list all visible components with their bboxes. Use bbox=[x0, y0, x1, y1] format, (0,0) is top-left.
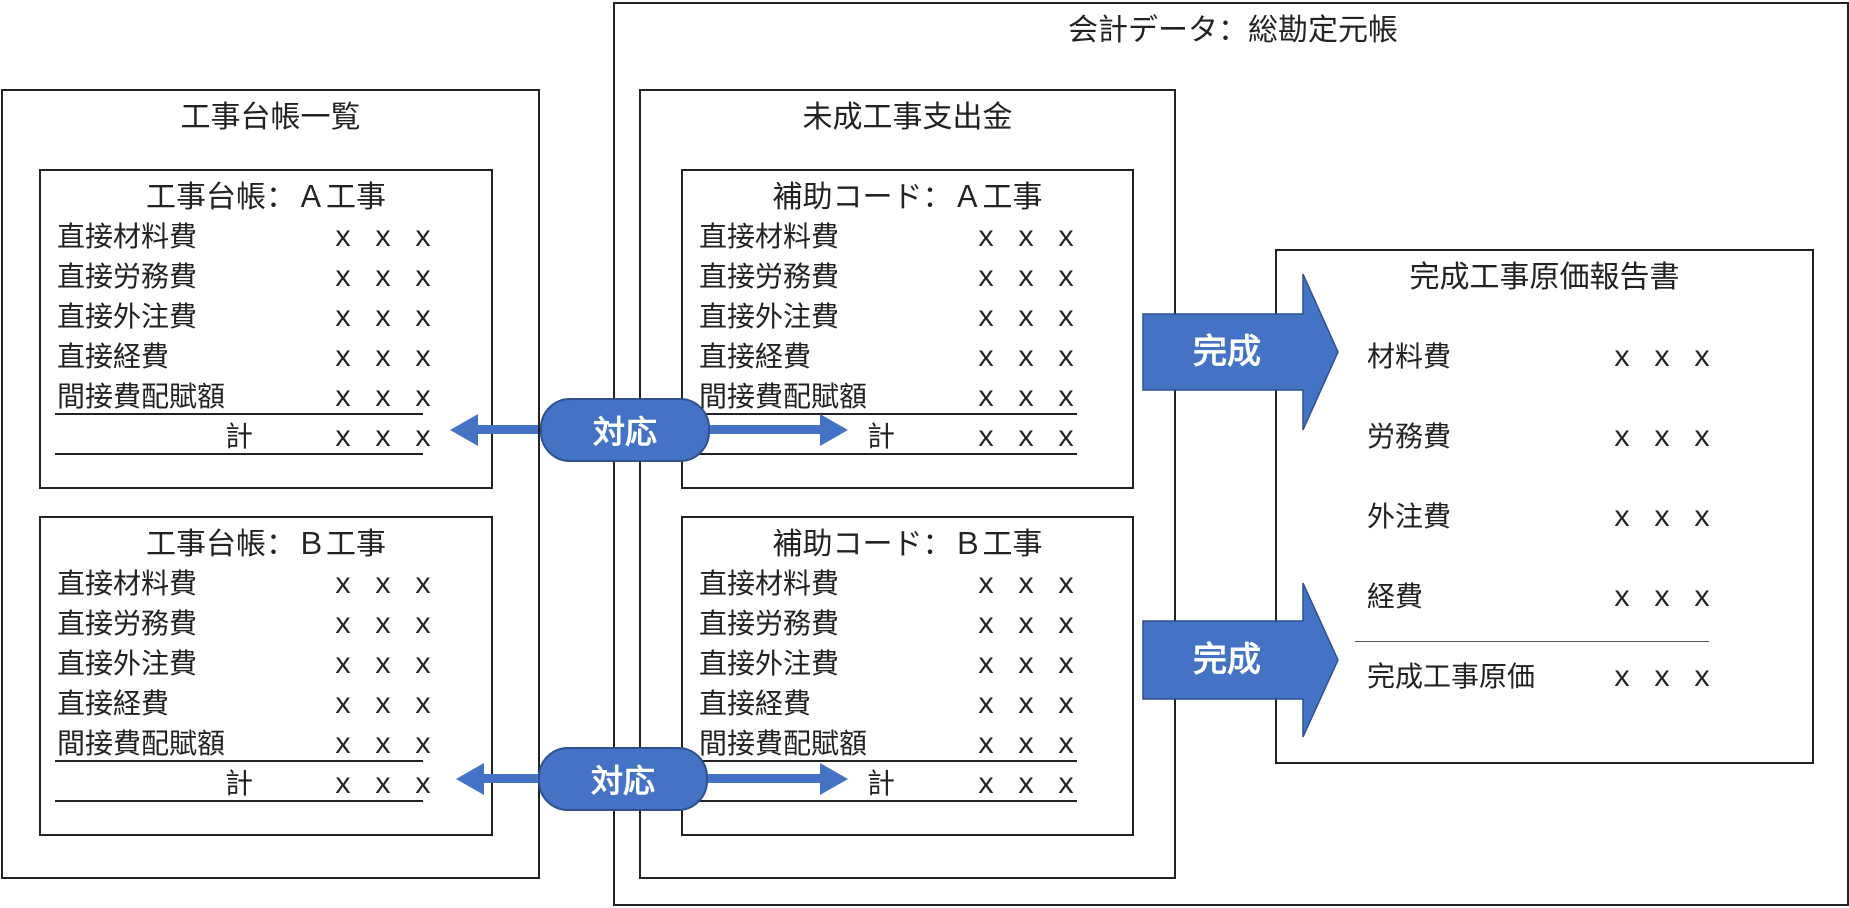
subcode-b-row-label: 直接外注費 bbox=[699, 647, 840, 680]
ledger-a-row-value: ｘｘｘ bbox=[329, 260, 450, 293]
subcode-b-row-label: 直接経費 bbox=[699, 687, 812, 720]
report-row-value: ｘｘｘ bbox=[1608, 420, 1729, 453]
report-row-label: 経費 bbox=[1367, 580, 1424, 613]
report-panel: 完成工事原価報告書 材料費 ｘｘｘ 労務費 ｘｘｘ 外注費 ｘｘｘ 経費 ｘｘｘ… bbox=[1275, 249, 1814, 764]
ledger-a-total-label: 計 bbox=[225, 420, 254, 453]
ledger-b-row-label: 直接経費 bbox=[57, 687, 170, 720]
report-total-label: 完成工事原価 bbox=[1367, 660, 1536, 693]
report-row-label: 労務費 bbox=[1367, 420, 1452, 453]
complete-label-b: 完成 bbox=[1193, 640, 1261, 680]
ledger-a-row-value: ｘｘｘ bbox=[329, 220, 450, 253]
ledger-b-title: 工事台帳：Ｂ工事 bbox=[146, 527, 386, 562]
subcode-a-row-value: ｘｘｘ bbox=[972, 340, 1093, 373]
report-divider bbox=[1355, 641, 1709, 642]
ledger-list-title: 工事台帳一覧 bbox=[180, 100, 361, 135]
correspond-pill-b: 対応 bbox=[538, 747, 708, 811]
complete-arrow-a bbox=[1142, 273, 1339, 431]
complete-label-a: 完成 bbox=[1193, 332, 1261, 372]
subcode-b-total-value: ｘｘｘ bbox=[972, 767, 1093, 800]
report-row-value: ｘｘｘ bbox=[1608, 340, 1729, 373]
ledger-a-title: 工事台帳：Ａ工事 bbox=[146, 180, 386, 215]
accounting-title: 会計データ：総勘定元帳 bbox=[1068, 13, 1398, 48]
ledger-b-row-value: ｘｘｘ bbox=[329, 647, 450, 680]
ledger-a-row-value: ｘｘｘ bbox=[329, 340, 450, 373]
subcode-a-row-value: ｘｘｘ bbox=[972, 260, 1093, 293]
subcode-a-row-label: 直接外注費 bbox=[699, 300, 840, 333]
subcode-b-row-value: ｘｘｘ bbox=[972, 607, 1093, 640]
report-row-value: ｘｘｘ bbox=[1608, 500, 1729, 533]
report-row-value: ｘｘｘ bbox=[1608, 580, 1729, 613]
ledger-a-row-value: ｘｘｘ bbox=[329, 300, 450, 333]
subcode-a-title: 補助コード：Ａ工事 bbox=[772, 180, 1043, 215]
ledger-b-row-label: 直接材料費 bbox=[57, 567, 198, 600]
subcode-b-row-label: 直接労務費 bbox=[699, 607, 840, 640]
subcode-b-row-value: ｘｘｘ bbox=[972, 647, 1093, 680]
ledger-b-total-label: 計 bbox=[225, 767, 254, 800]
subcode-b-subtotal-line bbox=[697, 760, 1077, 762]
report-title: 完成工事原価報告書 bbox=[1409, 260, 1680, 295]
subcode-b-row-value: ｘｘｘ bbox=[972, 567, 1093, 600]
correspond-arrow-b bbox=[456, 763, 848, 795]
subcode-b-box: 補助コード：Ｂ工事 直接材料費 ｘｘｘ 直接労務費 ｘｘｘ 直接外注費 ｘｘｘ … bbox=[681, 516, 1134, 836]
subcode-b-row-value: ｘｘｘ bbox=[972, 727, 1093, 760]
subcode-a-row-label: 直接労務費 bbox=[699, 260, 840, 293]
subcode-a-box: 補助コード：Ａ工事 直接材料費 ｘｘｘ 直接労務費 ｘｘｘ 直接外注費 ｘｘｘ … bbox=[681, 169, 1134, 489]
ledger-a-row-value: ｘｘｘ bbox=[329, 380, 450, 413]
subcode-a-total-value: ｘｘｘ bbox=[972, 420, 1093, 453]
ledger-a-total-value: ｘｘｘ bbox=[329, 420, 450, 453]
subcode-a-row-value: ｘｘｘ bbox=[972, 300, 1093, 333]
subcode-a-row-label: 直接経費 bbox=[699, 340, 812, 373]
ledger-a-row-label: 直接材料費 bbox=[57, 220, 198, 253]
correspond-pill-a: 対応 bbox=[540, 398, 710, 462]
subcode-b-row-value: ｘｘｘ bbox=[972, 687, 1093, 720]
subcode-a-row-value: ｘｘｘ bbox=[972, 380, 1093, 413]
subcode-a-total-line bbox=[697, 453, 1077, 455]
ledger-b-row-value: ｘｘｘ bbox=[329, 727, 450, 760]
ledger-b-row-label: 直接労務費 bbox=[57, 607, 198, 640]
report-row-label: 材料費 bbox=[1367, 340, 1452, 373]
ledger-a-row-label: 直接経費 bbox=[57, 340, 170, 373]
subcode-b-total-label: 計 bbox=[867, 767, 896, 800]
subcode-b-row-label: 間接費配賦額 bbox=[699, 727, 868, 760]
ledger-a-subtotal-line bbox=[55, 413, 423, 415]
report-total-value: ｘｘｘ bbox=[1608, 660, 1729, 693]
ledger-b-total-value: ｘｘｘ bbox=[329, 767, 450, 800]
subcode-a-row-label: 直接材料費 bbox=[699, 220, 840, 253]
subcode-a-row-label: 間接費配賦額 bbox=[699, 380, 868, 413]
ledger-b-row-value: ｘｘｘ bbox=[329, 567, 450, 600]
subcode-a-subtotal-line bbox=[697, 413, 1077, 415]
account-title: 未成工事支出金 bbox=[802, 100, 1013, 135]
subcode-a-total-label: 計 bbox=[867, 420, 896, 453]
ledger-b-box: 工事台帳：Ｂ工事 直接材料費 ｘｘｘ 直接労務費 ｘｘｘ 直接外注費 ｘｘｘ 直… bbox=[39, 516, 493, 836]
ledger-b-row-label: 間接費配賦額 bbox=[57, 727, 226, 760]
complete-arrow-b bbox=[1142, 582, 1339, 738]
ledger-b-total-line bbox=[55, 800, 423, 802]
report-row-label: 外注費 bbox=[1367, 500, 1452, 533]
ledger-a-row-label: 直接労務費 bbox=[57, 260, 198, 293]
ledger-b-subtotal-line bbox=[55, 760, 423, 762]
correspond-arrow-a bbox=[450, 414, 848, 446]
ledger-b-row-value: ｘｘｘ bbox=[329, 607, 450, 640]
subcode-b-total-line bbox=[697, 800, 1077, 802]
ledger-a-row-label: 直接外注費 bbox=[57, 300, 198, 333]
subcode-a-row-value: ｘｘｘ bbox=[972, 220, 1093, 253]
subcode-b-row-label: 直接材料費 bbox=[699, 567, 840, 600]
ledger-b-row-label: 直接外注費 bbox=[57, 647, 198, 680]
ledger-a-box: 工事台帳：Ａ工事 直接材料費 ｘｘｘ 直接労務費 ｘｘｘ 直接外注費 ｘｘｘ 直… bbox=[39, 169, 493, 489]
subcode-b-title: 補助コード：Ｂ工事 bbox=[772, 527, 1043, 562]
ledger-b-row-value: ｘｘｘ bbox=[329, 687, 450, 720]
ledger-a-total-line bbox=[55, 453, 423, 455]
ledger-a-row-label: 間接費配賦額 bbox=[57, 380, 226, 413]
